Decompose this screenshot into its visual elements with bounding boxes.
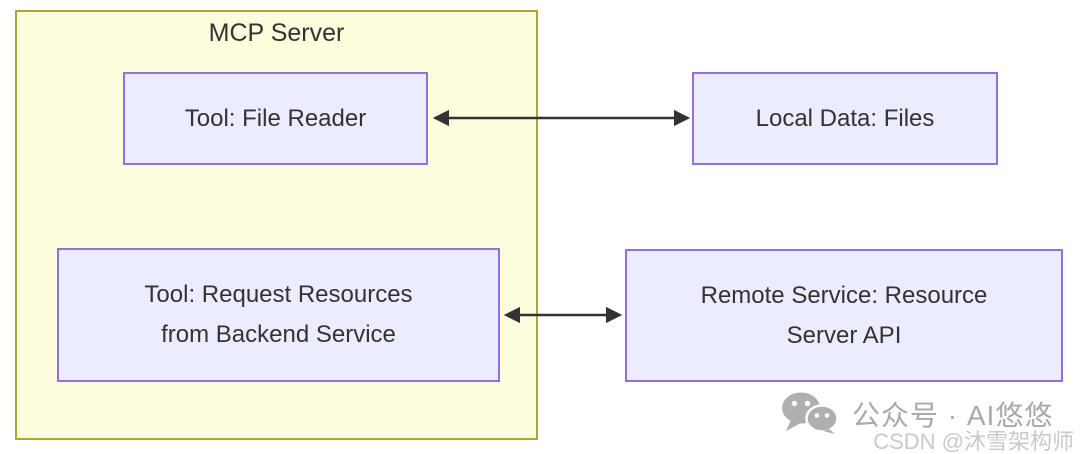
wechat-watermark-text: 公众号 · AI悠悠: [852, 400, 1054, 431]
node-label-line: Remote Service: Resource: [700, 281, 988, 309]
node-tool-request-resources: Tool: Request Resources from Backend Ser…: [57, 248, 500, 382]
node-label-line: Tool: Request Resources: [144, 281, 413, 308]
node-label-line: from Backend Service: [161, 321, 396, 348]
node-label-line: Server API: [786, 321, 902, 349]
node-label-line: Tool: File Reader: [184, 104, 367, 132]
wechat-icon: [782, 392, 839, 434]
mcp-server-title: MCP Server: [208, 19, 345, 47]
node-remote-service-resource-server-api: Remote Service: Resource Server API: [625, 249, 1063, 382]
node-label-line: Local Data: Files: [755, 104, 935, 132]
csdn-watermark-text: CSDN @沐雪架构师: [873, 429, 1074, 454]
node-tool-file-reader: Tool: File Reader: [123, 72, 428, 165]
node-local-data-files: Local Data: Files: [692, 72, 998, 165]
